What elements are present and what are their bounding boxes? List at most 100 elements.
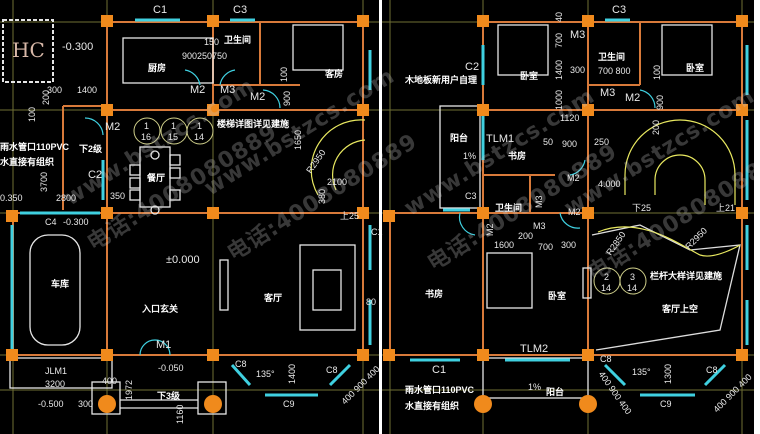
dimension: 1650 [293, 129, 303, 150]
room-label-wc: 卫生间 [495, 203, 523, 213]
image-border [754, 0, 760, 434]
dimension: 1400 [287, 363, 297, 384]
stair-count: 下25 [632, 203, 652, 213]
dimension: 100 [279, 66, 289, 82]
rain-pipe-note: 水直接有组织 [0, 157, 55, 167]
detail-ref-num: 2 [604, 272, 610, 282]
dimension: 200 [651, 119, 661, 135]
door-label: JLM1 [45, 366, 68, 376]
stair-count: 上25 [340, 211, 360, 221]
slope-label: 1% [463, 151, 477, 161]
elevation: -0.300 [63, 217, 89, 227]
dimension: 300 [78, 399, 94, 409]
room-label-entry: 入口玄关 [142, 304, 179, 314]
window-label: C8 [600, 354, 612, 364]
room-label-study: 书房 [508, 151, 527, 161]
floor-note: 木地板新用户自理 [405, 75, 478, 85]
railing-note: 栏杆大样详见建施 [650, 271, 723, 281]
room-label-bedroom: 卧室 [686, 63, 705, 73]
detail-ref-sheet: 16 [141, 132, 152, 142]
elevation: 4.000 [598, 179, 621, 189]
room-label-balcony: 阳台 [546, 387, 565, 397]
dimension: 2800 [56, 193, 77, 203]
room-label-balcony: 阳台 [450, 133, 469, 143]
dimension: 150 [204, 37, 220, 47]
door-label: M2 [105, 121, 121, 133]
rain-pipe-note: 雨水管口110PVC [405, 385, 475, 395]
dimension: 200 [41, 89, 51, 105]
window-label: C9 [660, 399, 672, 409]
walls-left [12, 21, 364, 356]
door-label: M3 [534, 195, 544, 208]
rain-pipe-note: 水直接有组织 [405, 401, 460, 411]
step-note: 下3级 [157, 391, 181, 401]
detail-ref-num: 1 [197, 121, 203, 131]
dimension: 300 [47, 85, 63, 95]
detail-ref-sheet: 14 [627, 283, 638, 293]
room-label-void: 客厅上空 [662, 304, 699, 314]
rain-pipe-note: 雨水管口110PVC [0, 142, 70, 152]
door-label: TLM2 [520, 343, 549, 355]
window-label: C8 [706, 365, 718, 375]
dimension: 1120 [560, 113, 580, 123]
detail-ref-num: 1 [144, 121, 150, 131]
dimension: 3200 [45, 379, 66, 389]
dimension: 700 800 [598, 66, 631, 76]
dimension: 3700 [39, 171, 49, 192]
hc-label: HC [12, 38, 45, 62]
window-label: C3 [612, 4, 627, 16]
dimension: 50 [543, 137, 554, 147]
detail-ref-num: 1 [171, 121, 177, 131]
dimension: 2100 [327, 177, 348, 187]
window-label: C2 [88, 169, 103, 181]
dimension: 80 [366, 297, 377, 307]
sheet-divider [379, 0, 382, 434]
door-label: M2 [567, 173, 580, 183]
dimension: 1972 [124, 379, 134, 400]
room-label-kitchen: 厨房 [148, 63, 167, 73]
door-label: M3 [600, 87, 616, 99]
window-label: C3 [233, 4, 248, 16]
dimension: 200 [518, 231, 534, 241]
room-label-dining: 餐厅 [147, 173, 166, 183]
door-label: M2 [250, 91, 266, 103]
window-label: C3 [465, 191, 477, 201]
room-label-guest: 客房 [325, 69, 344, 79]
elevation: -0.050 [158, 363, 184, 373]
window-label: C2 [465, 61, 480, 73]
room-label-living: 客厅 [264, 293, 283, 303]
detail-ref-sheet: 14 [194, 132, 205, 142]
window-label: C1 [432, 364, 447, 376]
columns [6, 15, 748, 413]
dimension: 1400 [77, 85, 98, 95]
dimension: 350 [110, 191, 126, 201]
dimension: 0.350 [0, 193, 23, 203]
detail-ref-num: 3 [630, 272, 636, 282]
door-label: M2 [625, 92, 641, 104]
dimension: 300 [561, 240, 577, 250]
dimension: 900 [655, 94, 665, 110]
dimension: 400 [102, 376, 118, 386]
dimension: 1160 [175, 404, 185, 424]
door-label: M3 [570, 29, 586, 41]
detail-ref-sheet: 15 [168, 132, 179, 142]
dimension: 700 [554, 32, 564, 48]
dimension: 40 [554, 11, 564, 22]
window-label: C4 [45, 217, 57, 227]
window-label: C8 [235, 359, 247, 369]
dimension: 1400 [554, 59, 564, 80]
dimension: 700 [538, 242, 554, 252]
dimension: 100 [27, 106, 37, 122]
dimension: 1600 [494, 240, 515, 250]
dimension: 1000 [554, 89, 564, 110]
dimension: 250 [594, 137, 610, 147]
slope-label: 1% [528, 382, 542, 392]
outlines [2, 19, 741, 415]
windows [10, 18, 749, 397]
door-label: M3 [220, 84, 236, 96]
dimension: 380 [317, 188, 327, 204]
window-label: C1 [153, 4, 168, 16]
elevation: -0.300 [62, 41, 94, 53]
window-label: C8 [326, 365, 338, 375]
